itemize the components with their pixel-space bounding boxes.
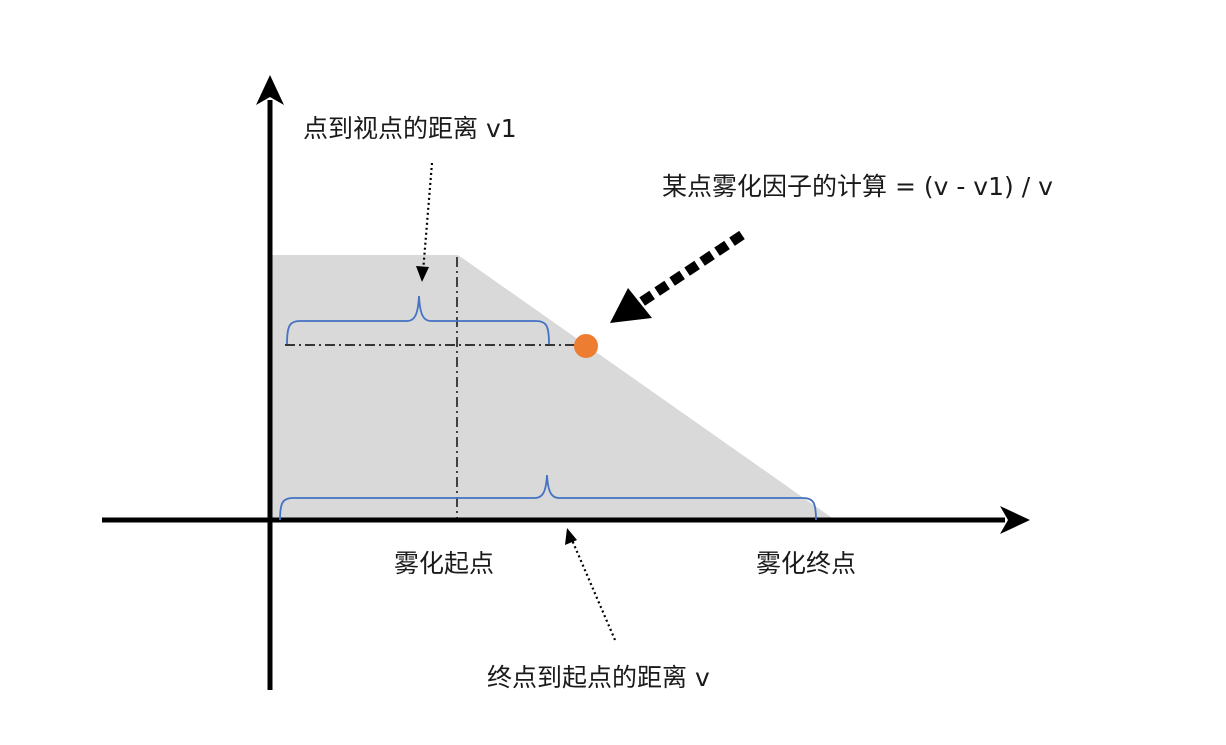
fog-start-label: 雾化起点	[394, 549, 494, 578]
formula-pointer-arrow	[637, 230, 745, 308]
fog-region	[270, 255, 835, 520]
v1-brace	[286, 295, 550, 345]
v-pointer-arrow	[570, 539, 617, 641]
v1-pointer-arrowhead	[416, 266, 429, 282]
fog-end-label: 雾化终点	[756, 549, 856, 578]
v1-label: 点到视点的距离 v1	[303, 114, 517, 143]
v-pointer-arrowhead	[565, 528, 577, 545]
formula-label: 某点雾化因子的计算 = (v - v1) / v	[662, 172, 1053, 201]
v1-pointer-arrow	[421, 162, 434, 273]
sample-point	[574, 334, 598, 358]
y-axis-arrowhead	[256, 75, 284, 105]
formula-pointer-arrowhead	[610, 288, 652, 323]
x-axis-arrowhead	[1000, 506, 1030, 534]
v-label: 终点到起点的距离 v	[487, 663, 710, 692]
v-brace	[279, 474, 817, 521]
